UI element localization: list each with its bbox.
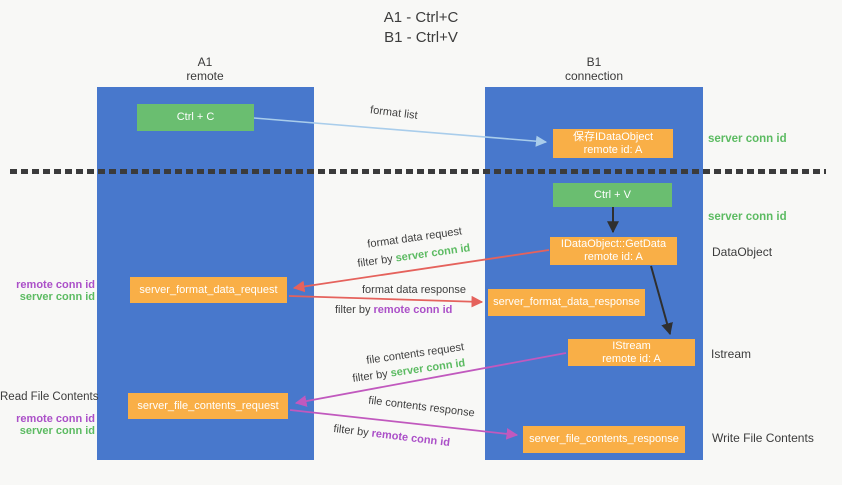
diagram-title: A1 - Ctrl+C B1 - Ctrl+V (321, 8, 521, 48)
label-file-contents-response: file contents response (367, 394, 476, 420)
left-conn-id-block-2: remote conn id server conn id (5, 413, 95, 437)
node-getdata-line1: IDataObject::GetData (560, 238, 667, 250)
label-server-conn-id-mid: server conn id (708, 211, 787, 223)
filter-value-remote-conn-id: remote conn id (370, 427, 451, 450)
filter-value-remote-conn-id: remote conn id (373, 304, 453, 316)
label-server-conn-id-1: server conn id (19, 291, 95, 303)
node-format-response-label: server_format_data_response (493, 296, 640, 308)
node-istream: IStream remote id: A (568, 339, 695, 366)
node-ctrl-v-label: Ctrl + V (594, 188, 631, 201)
label-server-conn-id-top: server conn id (708, 133, 787, 145)
filter-prefix: filter by (335, 304, 374, 316)
node-idataobject-getdata: IDataObject::GetData remote id: A (550, 237, 677, 265)
filter-prefix: filter by (332, 422, 373, 440)
arrow-format-data-response (288, 295, 484, 308)
node-server-file-contents-response: server_file_contents_response (523, 426, 685, 453)
label-dataobject: DataObject (712, 245, 773, 259)
node-server-format-data-request: server_format_data_request (130, 277, 287, 303)
title-line-2: B1 - Ctrl+V (384, 29, 458, 46)
node-file-response-label: server_file_contents_response (529, 433, 679, 445)
label-format-data-response: format data response (362, 284, 466, 296)
label-read-file-contents: Read File Contents (0, 391, 99, 403)
filter-prefix: filter by (351, 367, 392, 385)
node-save-idataobject: 保存IDataObject remote id: A (553, 129, 673, 158)
node-ctrl-v: Ctrl + V (553, 183, 672, 207)
lane-b-name: B1 (586, 55, 602, 69)
node-istream-line1: IStream (612, 339, 651, 352)
lane-b-subtitle: connection (564, 69, 624, 83)
node-save-idataobject-line2: remote id: A (583, 143, 643, 156)
node-server-format-data-response: server_format_data_response (488, 289, 645, 316)
label-format-list: format list (369, 104, 419, 122)
node-getdata-line2: remote id: A (584, 251, 643, 263)
label-remote-conn-id-2: remote conn id (16, 413, 95, 425)
node-server-file-contents-request: server_file_contents_request (128, 393, 288, 419)
node-ctrl-c-label: Ctrl + C (176, 111, 215, 123)
node-file-request-label: server_file_contents_request (137, 399, 279, 412)
lane-b-header: B1 connection (534, 55, 654, 83)
node-save-idataobject-line1: 保存IDataObject (572, 130, 654, 143)
lane-a-header: A1 remote (145, 55, 265, 83)
label-filter-by-remote-1: filter by remote conn id (335, 304, 452, 316)
dotted-divider-line (10, 169, 826, 174)
lane-a-subtitle: remote (186, 69, 224, 83)
node-format-request-label: server_format_data_request (139, 283, 278, 296)
node-istream-line2: remote id: A (602, 352, 661, 365)
lane-a-name: A1 (197, 55, 213, 69)
label-istream: Istream (711, 347, 752, 361)
label-write-file-contents: Write File Contents (712, 431, 814, 445)
filter-prefix: filter by (356, 252, 397, 270)
label-remote-conn-id-1: remote conn id (16, 279, 95, 291)
left-conn-id-block-1: remote conn id server conn id (5, 279, 95, 303)
title-line-1: A1 - Ctrl+C (383, 9, 459, 26)
filter-value-server-conn-id: server conn id (394, 242, 472, 265)
node-ctrl-c: Ctrl + C (137, 104, 254, 131)
label-filter-by-remote-2: filter by remote conn id (333, 423, 451, 449)
label-server-conn-id-2: server conn id (19, 425, 95, 437)
